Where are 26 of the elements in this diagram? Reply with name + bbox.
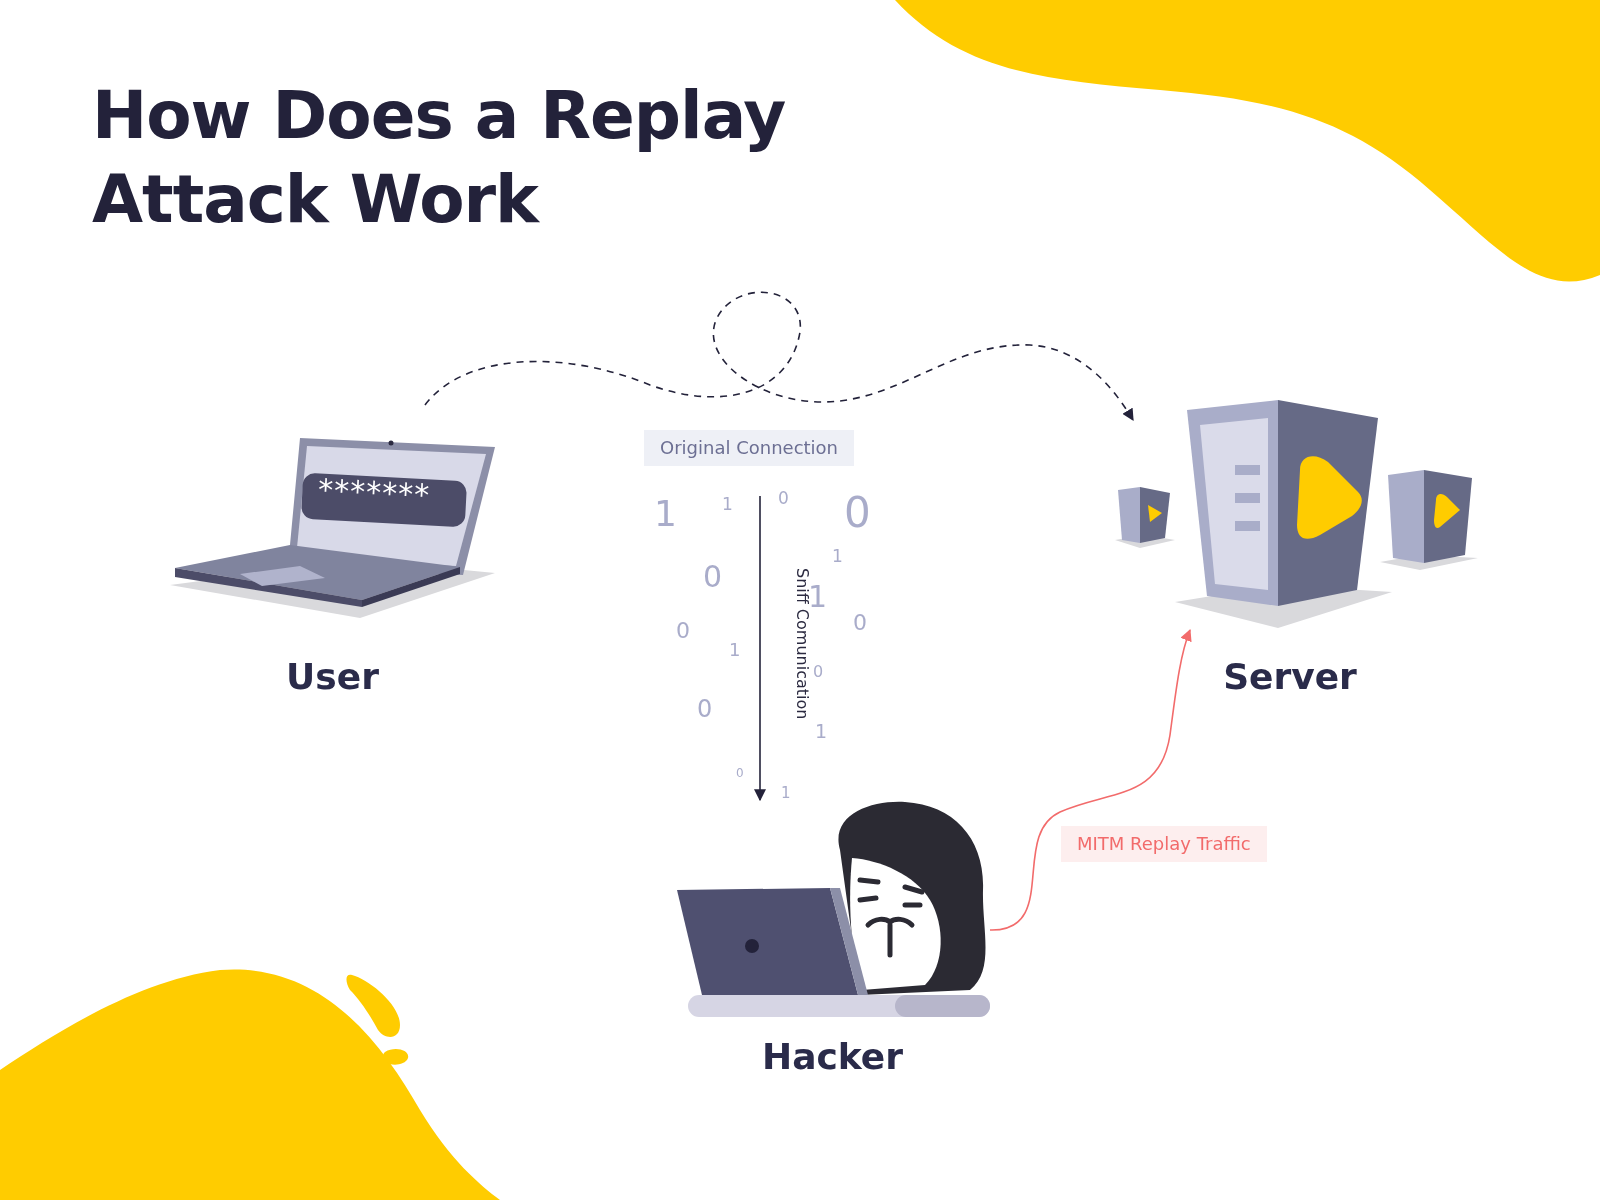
binary-digit: 1 [815, 722, 828, 741]
password-text: ******* [317, 475, 431, 511]
binary-digit: 1 [808, 582, 828, 612]
binary-digit: 0 [703, 562, 723, 592]
binary-digit: 0 [813, 664, 824, 680]
binary-digit: 1 [832, 548, 843, 565]
binary-digit: 0 [844, 492, 871, 534]
title: How Does a Replay Attack Work [92, 76, 787, 240]
binary-digit: 1 [729, 641, 741, 659]
binary-digit: 0 [697, 697, 713, 721]
binary-digit: 0 [853, 612, 867, 634]
edge-label: MITM Replay Traffic [1061, 826, 1267, 862]
arrow [989, 628, 1192, 931]
binary-digit: 1 [781, 786, 791, 801]
binary-digit: 0 [736, 767, 744, 779]
binary-digit: 1 [722, 496, 733, 513]
binary-digit: 1 [654, 496, 677, 532]
node-label: Server [1222, 655, 1358, 699]
edge-label: Original Connection [644, 430, 854, 466]
edge-label: Sniff Comunication [794, 568, 810, 720]
binary-digit: 0 [676, 620, 690, 642]
node-label: Hacker [761, 1035, 904, 1079]
arrow [754, 495, 766, 802]
binary-digit: 0 [778, 490, 789, 507]
arrow [424, 291, 1134, 421]
node-label: User [285, 655, 380, 699]
